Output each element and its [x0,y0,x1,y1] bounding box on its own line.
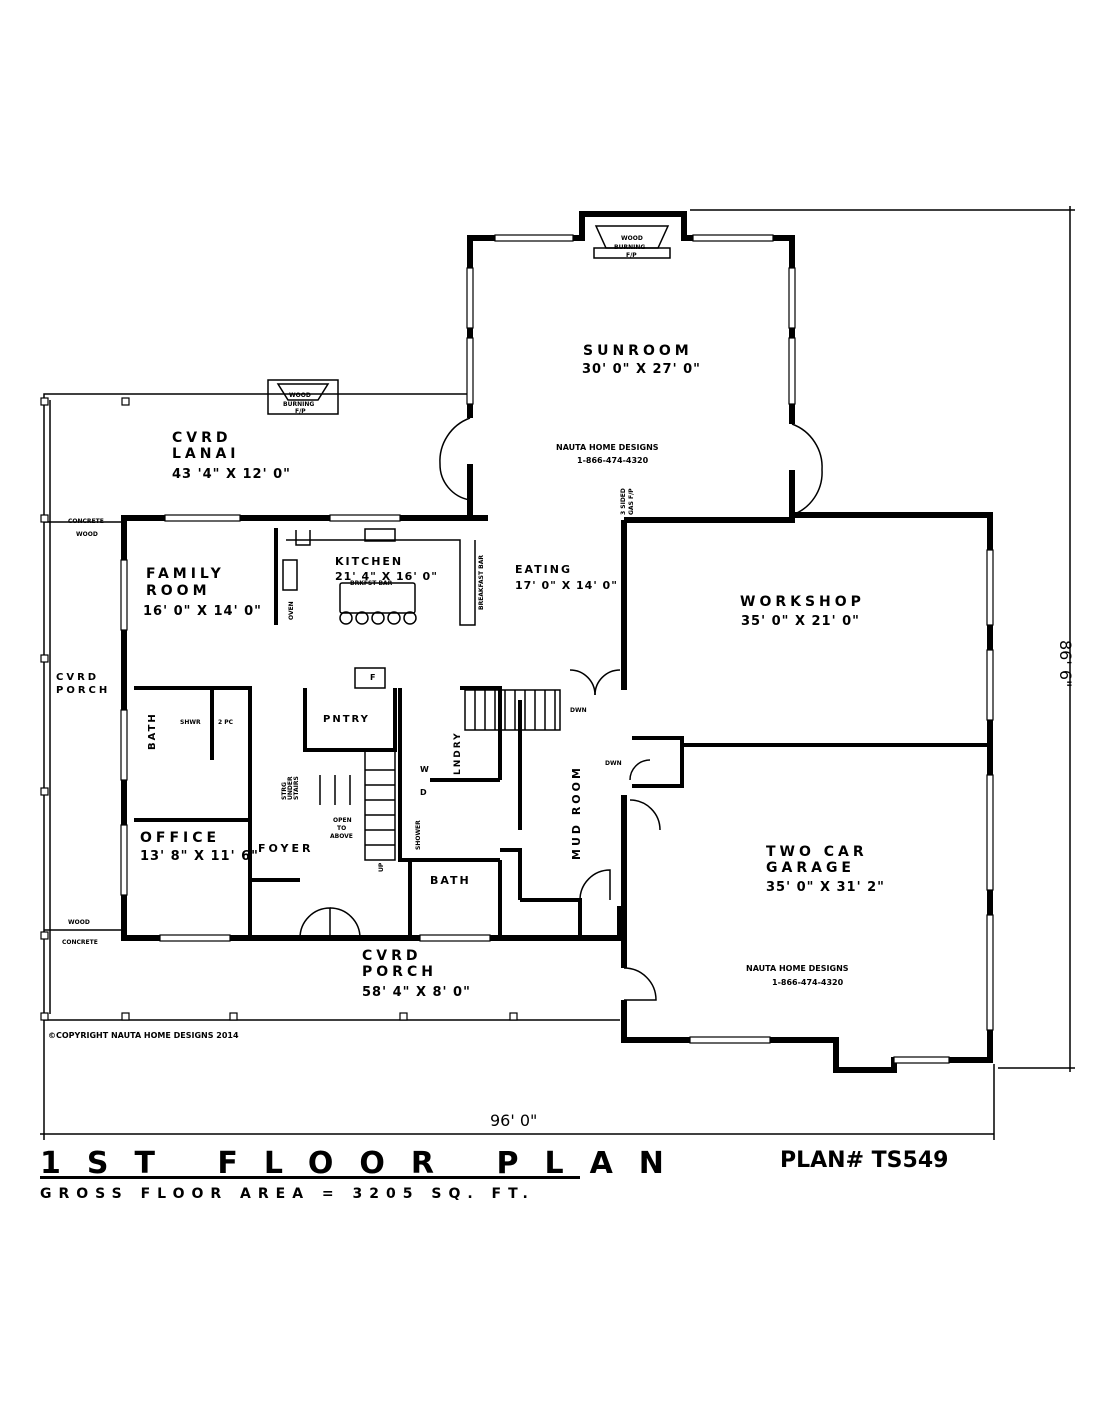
plan-title: 1ST FLOOR PLAN [40,1146,690,1181]
porch-outline [40,393,620,1021]
lanai-label-1: CVRD [172,430,232,446]
watermark-name-bottom: NAUTA HOME DESIGNS [746,964,849,973]
storage-label-2: UNDER [287,776,294,800]
doors [299,417,823,1001]
garage-label-2: GARAGE [766,860,855,876]
lanai-fp-1: WOOD [289,392,311,399]
garage-walls [621,512,994,1073]
dryer-label: D [420,788,427,797]
foyer-label: FOYER [258,842,313,855]
side-porch-label-1: CVRD [56,672,99,683]
kitchen-size: 21' 4" X 16' 0" [335,570,438,583]
wood-note-top: WOOD [76,531,98,538]
oven-label: OVEN [288,601,295,620]
concrete-note-bottom: CONCRETE [62,939,98,946]
lanai-size: 43 '4" X 12' 0" [172,467,291,482]
family-size: 16' 0" X 14' 0" [143,604,262,619]
interior-walls [134,528,582,938]
dimension-lines [40,206,1075,1140]
stairs [319,689,561,861]
sunroom-size: 30' 0" X 27' 0" [582,362,701,377]
side-porch-label-2: PORCH [56,685,110,696]
pantry-label: PNTRY [323,714,370,725]
eating-label: EATING [515,563,572,576]
workshop-label: WORKSHOP [740,594,865,610]
concrete-note-top: CONCRETE [68,518,104,525]
up-label: UP [378,862,385,872]
gas-fp-label-2: GAS F/P [628,488,635,515]
family-label-1: FAMILY [146,566,225,582]
wood-note-bottom: WOOD [68,919,90,926]
office-size: 13' 8" X 11' 6" [140,849,259,864]
front-porch-label-2: PORCH [362,964,437,980]
storage-label-3: STAIRS [293,776,300,800]
storage-label-1: STRG [281,782,288,800]
watermark-phone-bottom: 1-866-474-4320 [772,978,844,987]
overall-depth-dimension: 86' 6" [1056,640,1075,687]
lanai-label-2: LANAI [172,446,240,462]
breakfast-bar-label: BREAKFAST BAR [478,555,485,610]
copyright-text: ©COPYRIGHT NAUTA HOME DESIGNS 2014 [48,1031,239,1040]
eating-size: 17' 0" X 14' 0" [515,579,618,592]
gas-fp-label-1: 3 SIDED [620,488,627,515]
open-label-1: OPEN [333,817,352,824]
gross-area: GROSS FLOOR AREA = 3205 SQ. FT. [40,1186,535,1202]
mudroom-label: MUD ROOM [570,765,583,860]
watermark-name-top: NAUTA HOME DESIGNS [556,443,659,452]
sunroom-fp-2: BURNING [614,244,645,251]
shower-label: SHOWER [415,820,422,850]
lanai-fp-3: F/P [295,408,306,415]
garage-label-1: TWO CAR [766,844,868,860]
plan-number: PLAN# TS549 [780,1148,949,1173]
family-label-2: ROOM [146,583,211,599]
sunroom-label: SUNROOM [583,343,693,359]
overall-width-dimension: 96' 0" [490,1111,537,1130]
open-label-2: TO [337,825,346,832]
open-label-3: ABOVE [330,833,353,840]
kitchen-fixtures [282,528,476,689]
sunroom-fp-3: F/P [626,252,637,259]
office-label: OFFICE [140,830,220,846]
watermark-phone-top: 1-866-474-4320 [577,456,649,465]
brkfst-bar-label: BRKFST BAR [350,580,393,587]
fridge-label: F [370,673,375,682]
laundry-label: LNDRY [453,731,463,775]
dwn-label-garage: DWN [605,760,622,767]
shwr-label: SHWR [180,719,201,726]
garage-size: 35' 0" X 31' 2" [766,880,885,895]
two-pc-label: 2 PC [218,719,234,726]
front-porch-label-1: CVRD [362,948,422,964]
dwn-label-stairs: DWN [570,707,587,714]
kitchen-label: KITCHEN [335,555,403,568]
front-porch-size: 58' 4" X 8' 0" [362,985,471,1000]
sunroom-walls [466,211,796,515]
bath2-label: BATH [430,874,471,887]
bath1-label: BATH [147,712,158,750]
workshop-size: 35' 0" X 21' 0" [741,614,860,629]
sunroom-fp-1: WOOD [621,235,643,242]
lanai-fp-2: BURNING [283,401,314,408]
washer-label: W [420,765,429,774]
title-underline [40,1176,580,1179]
lanai-fireplace [267,379,339,415]
